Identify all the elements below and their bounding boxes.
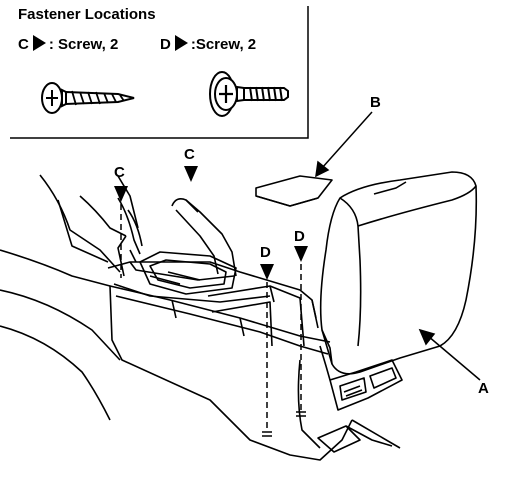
callout-d-left: D [260, 244, 271, 261]
callout-c-right: C [184, 146, 195, 163]
callout-d-right: D [294, 228, 305, 245]
fastener-c-text: : Screw, 2 [48, 36, 119, 53]
washer-head-machine-screw-icon [209, 71, 289, 117]
leader-lines [315, 111, 481, 381]
c-markers [114, 166, 198, 202]
d-markers [260, 246, 308, 280]
legend-fastener-c: C : Screw, 2 [18, 35, 118, 53]
fastener-c-letter: C [18, 36, 29, 53]
pan-head-wood-screw-icon [41, 82, 135, 114]
legend-fastener-d: D :Screw, 2 [160, 35, 256, 53]
center-console-drawing [0, 171, 478, 461]
callout-c-left: C [114, 164, 125, 181]
pointer-triangle-icon [32, 35, 46, 51]
callout-b: B [370, 94, 381, 111]
fastener-d-text: :Screw, 2 [190, 36, 257, 53]
callout-a: A [478, 380, 489, 397]
fastener-d-letter: D [160, 36, 171, 53]
screw-hole-marks [262, 411, 306, 437]
legend-title: Fastener Locations [18, 6, 156, 23]
pointer-triangle-icon [174, 35, 188, 51]
legend-box-border [10, 6, 309, 139]
screw-dash-lines [120, 204, 302, 430]
